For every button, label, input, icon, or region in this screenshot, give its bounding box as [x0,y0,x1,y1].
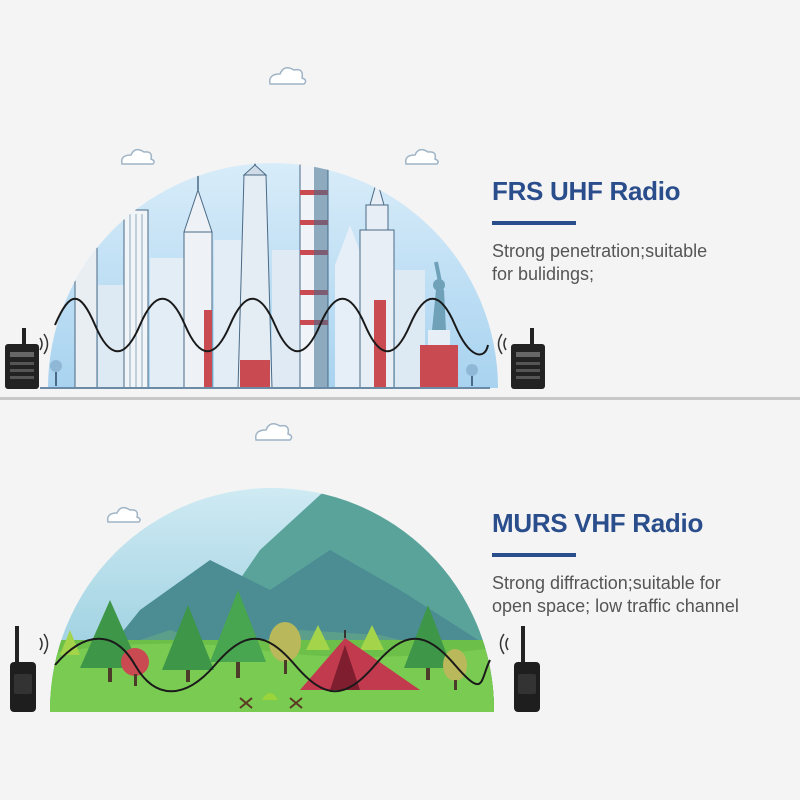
frs-description-line: for bulidings; [492,264,595,284]
walkie-talkie-icon [499,626,540,712]
murs-description-line: Strong diffraction;suitable for [492,573,721,593]
walkie-talkie-icon [5,328,49,389]
nature-scene [10,423,540,712]
tree-icon [210,590,266,678]
cloud-icon [404,148,439,165]
signal-wave-icon [54,297,489,356]
frs-description: Strong penetration;suitable for buliding… [492,240,792,286]
city-skyline [50,163,478,388]
murs-title: MURS VHF Radio [492,508,704,538]
tree-icon [162,605,214,682]
campfire-icon [239,693,303,709]
murs-description-line: open space; low traffic channel [492,596,739,616]
panel-divider [0,397,800,400]
walkie-talkie-icon [497,328,545,389]
frs-accent-bar [492,221,576,225]
tent-icon [300,630,420,690]
tree-icon [404,605,452,680]
walkie-talkie-icon [10,626,49,712]
cloud-icon [106,506,141,523]
cloud-icon [254,423,293,441]
frs-info: FRS UHF Radio Strong penetration;suitabl… [492,176,792,286]
cloud-icon [268,67,307,85]
cloud-icon [120,148,155,165]
statue-of-liberty-icon [420,261,458,388]
frs-title: FRS UHF Radio [492,176,681,206]
city-scene [5,67,545,389]
murs-accent-bar [492,553,576,557]
tree-icon [60,625,384,655]
signal-wave-icon [54,637,491,693]
murs-info: MURS VHF Radio Strong diffraction;suitab… [492,508,792,618]
murs-panel: MURS VHF Radio Strong diffraction;suitab… [0,400,800,800]
frs-panel: FRS UHF Radio Strong penetration;suitabl… [5,67,792,389]
tree-icon [269,622,301,674]
murs-description: Strong diffraction;suitable for open spa… [492,572,792,618]
frs-description-line: Strong penetration;suitable [492,241,708,261]
